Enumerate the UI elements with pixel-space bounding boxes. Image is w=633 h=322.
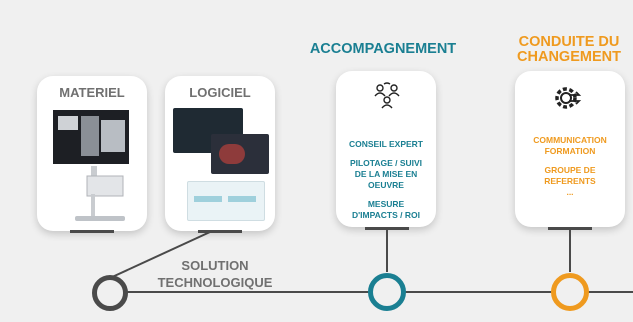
materiel-title: MATERIEL bbox=[59, 85, 125, 100]
software-screenshot-2 bbox=[211, 134, 269, 174]
conduite-items: COMMUNICATION FORMATION GROUPE DE REFERE… bbox=[523, 135, 617, 206]
solution-label-line1: SOLUTION bbox=[181, 258, 249, 273]
node-solution bbox=[92, 275, 128, 311]
accompagnement-card: CONSEIL EXPERT PILOTAGE / SUIVI DE LA MI… bbox=[336, 71, 436, 227]
conduite-heading-line2: CHANGEMENT bbox=[517, 49, 621, 65]
conduite-item: GROUPE DE REFERENTS bbox=[544, 165, 596, 186]
solution-label: SOLUTION TECHNOLOGIQUE bbox=[150, 257, 280, 291]
conduite-item: COMMUNICATION FORMATION bbox=[533, 135, 607, 156]
conduite-stem-cap bbox=[548, 227, 592, 230]
timeline-line bbox=[100, 291, 633, 293]
gear-arrows-icon bbox=[555, 87, 582, 109]
materiel-stem-cap bbox=[70, 230, 114, 233]
conduite-card: COMMUNICATION FORMATION GROUPE DE REFERE… bbox=[515, 71, 625, 227]
accompagnement-item: PILOTAGE / SUIVI DE LA MISE EN OEUVRE bbox=[349, 158, 423, 190]
accompagnement-stem bbox=[386, 229, 388, 272]
conduite-heading-line1: CONDUITE DU bbox=[518, 34, 620, 50]
node-accompagnement bbox=[368, 273, 406, 311]
accompagnement-stem-cap bbox=[365, 227, 409, 230]
logiciel-stem-cap bbox=[198, 230, 242, 233]
accompagnement-items: CONSEIL EXPERT PILOTAGE / SUIVI DE LA MI… bbox=[344, 139, 428, 229]
conduite-stem bbox=[569, 229, 571, 272]
solution-label-line2: TECHNOLOGIQUE bbox=[157, 275, 273, 290]
node-conduite bbox=[551, 273, 589, 311]
accompagnement-heading: ACCOMPAGNEMENT bbox=[309, 41, 457, 57]
people-network-icon bbox=[374, 82, 400, 109]
materiel-card: MATERIEL bbox=[37, 76, 147, 231]
software-screenshot-3 bbox=[187, 181, 265, 221]
hardware-cart-image bbox=[53, 110, 129, 221]
logiciel-title: LOGICIEL bbox=[189, 85, 251, 100]
conduite-heading: CONDUITE DU CHANGEMENT bbox=[505, 35, 633, 65]
accompagnement-item: CONSEIL EXPERT bbox=[349, 139, 423, 149]
logiciel-card: LOGICIEL bbox=[165, 76, 275, 231]
conduite-item: ... bbox=[566, 187, 574, 197]
accompagnement-item: MESURE D'IMPACTS / ROI bbox=[352, 199, 420, 220]
